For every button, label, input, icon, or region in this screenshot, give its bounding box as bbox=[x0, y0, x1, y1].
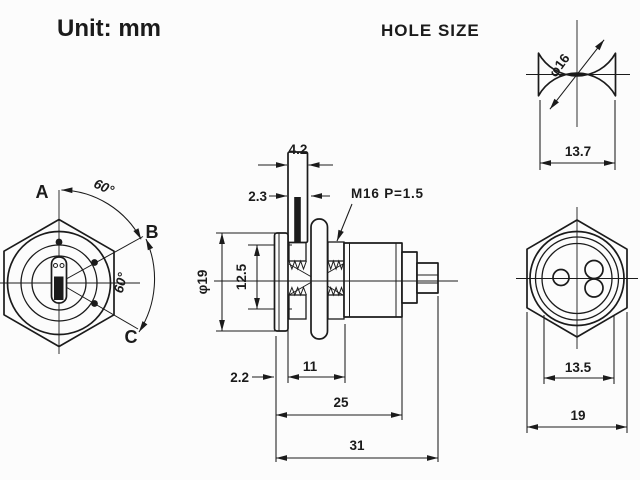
position-dot-c bbox=[91, 300, 98, 307]
dim-line-hole-dia bbox=[549, 39, 605, 110]
rear-circle-middle bbox=[534, 236, 620, 321]
bezel-flange bbox=[273, 232, 289, 332]
position-label-b: B bbox=[146, 222, 159, 242]
thread-spec-leader bbox=[336, 203, 353, 242]
dim-bezel-thickness: 2.2 bbox=[230, 370, 249, 385]
rear-circle-outer bbox=[529, 230, 625, 327]
rear-step bbox=[401, 251, 418, 304]
position-b-line bbox=[58, 236, 144, 284]
hole-size-label: HOLE SIZE bbox=[381, 21, 480, 40]
thread-band-bottom-right bbox=[327, 294, 345, 320]
angle-label-b-c: 60° bbox=[111, 271, 131, 295]
unit-label: Unit: mm bbox=[57, 15, 161, 42]
hole-size-view: φ16 13.7 bbox=[526, 20, 630, 170]
front-hex-nut bbox=[3, 218, 115, 348]
dim-body-length: 25 bbox=[333, 395, 349, 410]
dim-bezel-diameter: φ19 bbox=[195, 270, 210, 295]
angle-arc-b-c bbox=[138, 238, 156, 333]
position-dot-a bbox=[55, 238, 63, 246]
thread-teeth-top-right bbox=[327, 259, 345, 271]
dim-thread-length: 11 bbox=[303, 359, 318, 374]
position-dot-b bbox=[91, 259, 98, 266]
angle-arc-a-b bbox=[61, 187, 142, 240]
dim-nut-height: 12.5 bbox=[234, 263, 249, 290]
keyway-pin-right bbox=[59, 263, 65, 268]
rear-view: 13.5 19 bbox=[516, 207, 638, 433]
position-label-c: C bbox=[125, 327, 138, 347]
keyway-pin-left bbox=[53, 263, 58, 268]
center-tab bbox=[310, 218, 329, 340]
dim-total-length: 31 bbox=[349, 438, 365, 453]
front-bezel-circle bbox=[6, 230, 112, 336]
rear-terminal-right-top bbox=[584, 259, 604, 280]
keyway-blade-opening bbox=[54, 276, 64, 300]
position-label-a: A bbox=[36, 182, 49, 202]
dim-hole-width: 13.7 bbox=[565, 144, 591, 159]
side-view: 4.2 2.3 M16 P=1.5 φ19 12.5 2.2 11 25 31 bbox=[195, 142, 458, 462]
key-blade bbox=[294, 197, 301, 242]
position-c-line bbox=[58, 282, 139, 330]
thread-band-bottom-left bbox=[288, 294, 307, 320]
switch-body bbox=[343, 242, 403, 318]
front-plug-circle bbox=[31, 255, 87, 311]
terminal-block bbox=[416, 262, 439, 294]
front-view: A B C 60° 60° bbox=[0, 176, 159, 354]
thread-teeth-bottom-left bbox=[288, 286, 307, 297]
dim-cap-width: 13.5 bbox=[565, 360, 592, 375]
rear-terminal-left bbox=[552, 268, 570, 287]
rear-terminal-right-bottom bbox=[584, 278, 604, 298]
dim-key-thickness: 2.3 bbox=[248, 189, 267, 204]
angle-label-a-b: 60° bbox=[91, 176, 116, 198]
thread-spec: M16 P=1.5 bbox=[351, 186, 424, 201]
dim-hex-width: 19 bbox=[570, 408, 585, 423]
rear-circle-inner bbox=[541, 242, 613, 315]
thread-band-top-right bbox=[327, 241, 345, 262]
dim-key-width: 4.2 bbox=[289, 142, 308, 157]
rear-hex-nut bbox=[526, 219, 628, 338]
